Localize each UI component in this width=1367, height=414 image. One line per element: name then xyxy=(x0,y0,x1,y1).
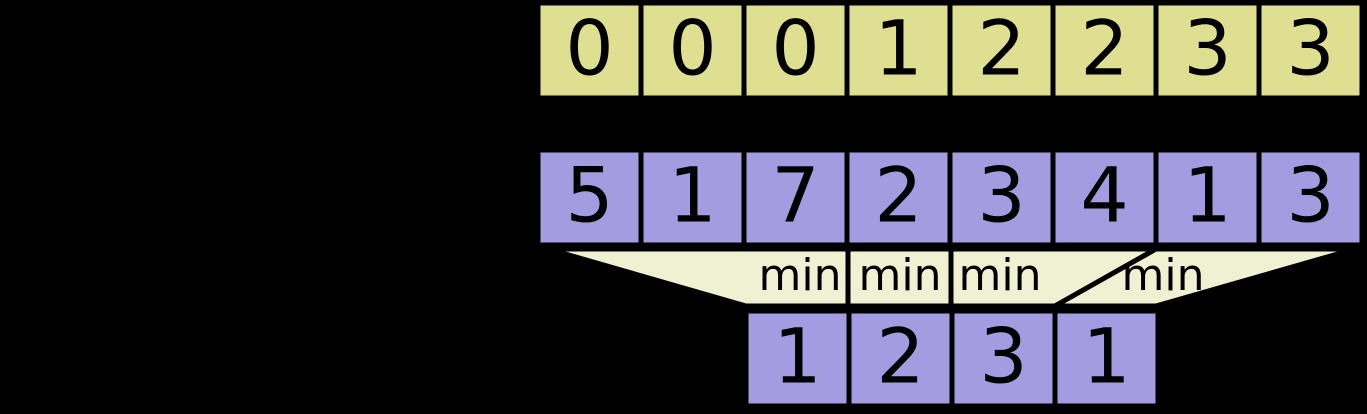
cell-value: 0 xyxy=(668,3,716,92)
cell xyxy=(1050,0,1159,101)
cell xyxy=(846,308,955,409)
cell-value: 5 xyxy=(565,150,613,239)
cell xyxy=(1052,308,1161,409)
cell-value: 3 xyxy=(1183,3,1231,92)
cell-value: 1 xyxy=(874,3,922,92)
cell-value: 2 xyxy=(876,311,924,400)
cell-value: 7 xyxy=(771,150,819,239)
cell-value: 2 xyxy=(1080,3,1128,92)
funnel-segment-label-3: min xyxy=(959,250,1042,301)
funnel-segment-label-2: min xyxy=(859,250,942,301)
cell-value: 3 xyxy=(1286,150,1334,239)
cell-value: 2 xyxy=(977,3,1025,92)
cell xyxy=(844,0,953,101)
cell-value: 1 xyxy=(773,311,821,400)
cell-value: 1 xyxy=(1082,311,1130,400)
funnel-segment-label-1: min xyxy=(759,250,842,301)
funnel-segment-label-4: min xyxy=(1122,250,1205,301)
cell xyxy=(638,147,747,248)
cell xyxy=(1050,147,1159,248)
cell xyxy=(1153,147,1262,248)
cell-value: 2 xyxy=(874,150,922,239)
cell xyxy=(1256,147,1365,248)
cell-value: 4 xyxy=(1080,150,1128,239)
cell xyxy=(638,0,747,101)
cell-value: 0 xyxy=(565,3,613,92)
cell-value: 3 xyxy=(1286,3,1334,92)
cell xyxy=(743,308,852,409)
funnel-segment-4 xyxy=(1045,246,1356,309)
cell-value: 1 xyxy=(1183,150,1231,239)
cell-value: 3 xyxy=(979,311,1027,400)
cell-value: 0 xyxy=(771,3,819,92)
cell-value: 3 xyxy=(977,150,1025,239)
cell-value: 1 xyxy=(668,150,716,239)
cell xyxy=(1256,0,1365,101)
